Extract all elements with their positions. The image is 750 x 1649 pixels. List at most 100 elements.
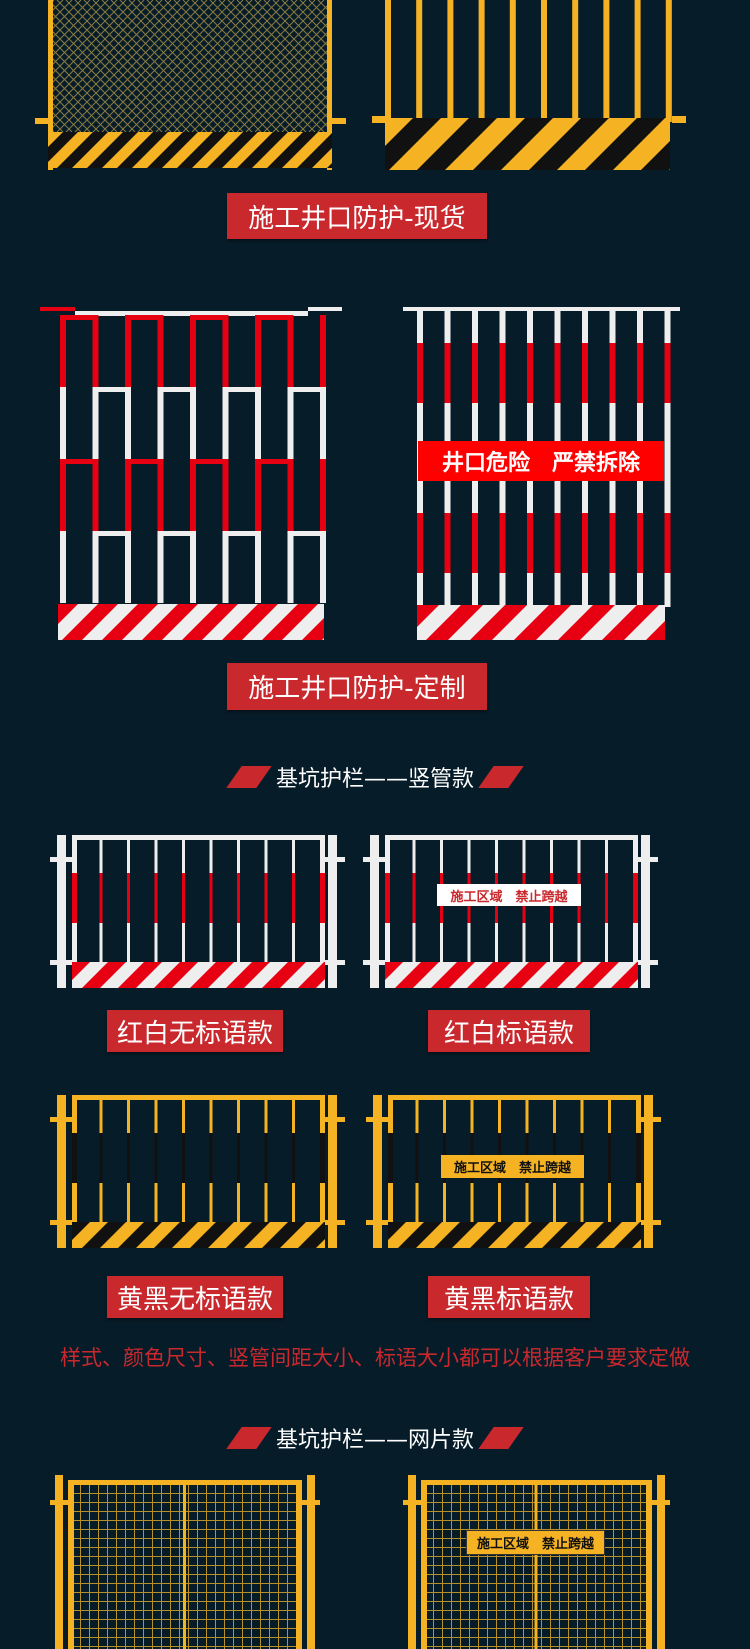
red-band — [582, 513, 588, 573]
mesh-wire — [345, 0, 347, 132]
mesh-wire — [604, 1485, 605, 1649]
post-segment — [125, 531, 131, 603]
section-heading-mesh: 基坑护栏——网片款 — [0, 1423, 750, 1453]
hazard-stripe — [578, 1222, 622, 1248]
top-rail — [72, 1095, 325, 1100]
mesh-wire — [299, 0, 327, 28]
hazard-stripe — [226, 962, 270, 988]
mesh-wire — [233, 1485, 234, 1649]
red-band — [527, 513, 533, 573]
post-segment — [157, 315, 164, 387]
mesh-wire — [107, 1485, 108, 1649]
post — [307, 1475, 315, 1649]
post-segment — [190, 459, 196, 531]
red-white-staggered-fence — [40, 307, 342, 640]
color-band — [605, 873, 608, 923]
color-band — [264, 1133, 268, 1183]
red-band — [444, 513, 451, 573]
mesh-wire — [152, 1485, 153, 1649]
hazard-stripe — [182, 604, 238, 640]
mesh-wire — [128, 0, 262, 132]
top-rail — [385, 835, 638, 840]
hazard-stripe — [192, 132, 243, 168]
mesh-wire — [215, 1485, 216, 1649]
mesh-wire — [263, 68, 327, 132]
hazard-stripe — [501, 118, 581, 170]
red-band — [417, 513, 423, 573]
mesh-wire — [523, 1485, 524, 1649]
post-segment — [92, 387, 99, 459]
post — [641, 835, 650, 988]
mesh-wire — [269, 1485, 270, 1649]
side-tab — [323, 960, 345, 965]
mesh-wire — [336, 0, 347, 132]
mesh-wire — [143, 1485, 144, 1649]
side-tab — [363, 960, 385, 965]
color-band — [237, 1133, 240, 1183]
hazard-stripe — [646, 621, 665, 640]
hazard-stripe — [298, 1222, 325, 1248]
color-band — [385, 873, 390, 923]
yellow-mesh-fence-slogan — [403, 1475, 670, 1649]
mesh-wire — [53, 0, 163, 110]
mesh-wire — [568, 1485, 569, 1649]
color-band — [320, 1133, 325, 1183]
hazard-stripe — [48, 132, 63, 147]
hazard-stripe — [298, 962, 325, 988]
hazard-stripe — [132, 132, 183, 168]
hazard-stripe — [602, 605, 659, 640]
post-segment — [287, 315, 294, 387]
mesh-wire — [182, 0, 316, 132]
hazard-stripe — [222, 132, 273, 168]
hazard-stripe — [154, 1222, 198, 1248]
color-band — [237, 873, 240, 923]
post-segment — [255, 459, 261, 531]
post — [48, 0, 53, 170]
mesh-wire — [53, 0, 181, 128]
post-segment — [190, 387, 196, 459]
bar-fence-yellow-black — [372, 0, 686, 170]
color-band — [72, 1133, 77, 1183]
color-band — [154, 1133, 158, 1183]
mesh-wire — [224, 1485, 225, 1649]
frame — [68, 1480, 74, 1649]
label-rw-slogan: 红白标语款 — [428, 1010, 590, 1052]
mesh-wire — [336, 0, 347, 132]
label-custom: 施工井口防护-定制 — [227, 663, 487, 710]
rail — [60, 315, 99, 320]
vertical-bar — [385, 0, 391, 122]
hazard-stripe — [162, 132, 213, 168]
mesh-wire — [487, 1485, 488, 1649]
mesh-wire — [134, 1485, 135, 1649]
hazard-stripe — [302, 618, 324, 640]
vertical-bar — [665, 0, 672, 122]
top-rail — [68, 1480, 302, 1485]
rail — [157, 531, 196, 536]
top-rail — [40, 307, 75, 311]
mesh-wire — [173, 0, 307, 132]
color-band — [209, 873, 213, 923]
post — [657, 1475, 665, 1649]
hazard-stripe — [312, 148, 332, 168]
color-band — [320, 873, 325, 923]
mesh-wire — [53, 85, 100, 132]
hazard-stripe — [82, 1222, 126, 1248]
mesh-wire — [146, 0, 280, 132]
red-band — [637, 343, 643, 403]
hazard-stripe — [262, 962, 306, 988]
mesh-wire — [613, 1485, 614, 1649]
frame — [646, 1480, 652, 1649]
rail — [92, 387, 131, 392]
mesh-wire — [299, 104, 327, 132]
rail — [60, 459, 99, 464]
mesh-wire — [53, 76, 109, 132]
mesh-wire — [53, 0, 127, 74]
hazard-stripe — [557, 118, 637, 170]
color-band — [292, 873, 295, 923]
hazard-stripe — [222, 604, 278, 640]
red-band — [472, 343, 478, 403]
mesh-wire — [496, 1485, 497, 1649]
side-tab — [639, 1117, 661, 1122]
post-segment — [60, 315, 66, 387]
side-tab — [332, 118, 346, 124]
